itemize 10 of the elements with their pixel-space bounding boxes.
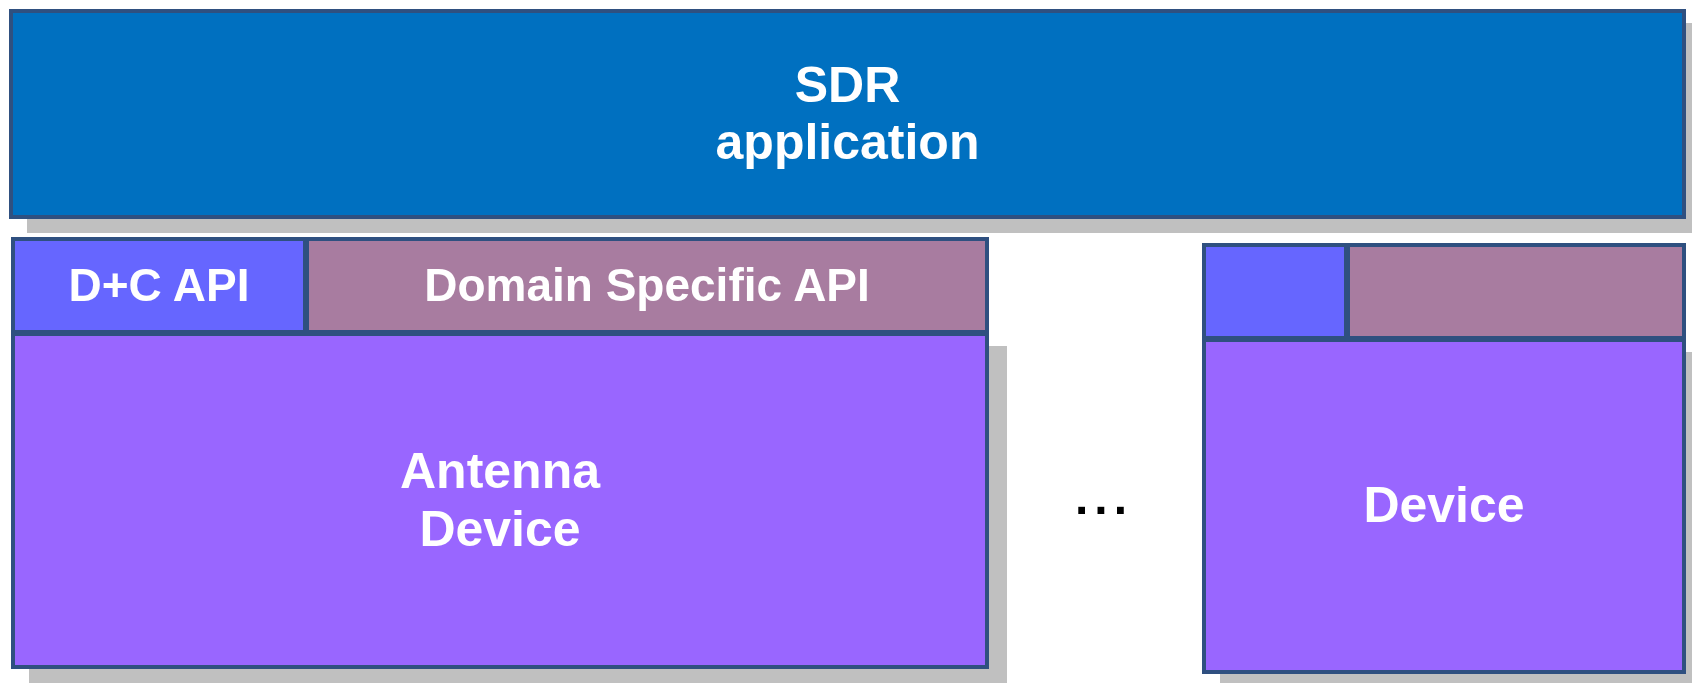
api-box — [1346, 243, 1686, 340]
api-box — [11, 237, 307, 334]
node-label: Device — [1363, 477, 1525, 535]
node-label: D+C API — [68, 259, 250, 312]
node-label: Domain Specific API — [424, 259, 870, 312]
ellipsis-label: ... — [1075, 470, 1133, 525]
node-label: Antenna Device — [399, 443, 602, 558]
node-label: SDR application — [714, 56, 981, 172]
api-box — [305, 237, 989, 334]
api-box — [1202, 243, 1348, 340]
